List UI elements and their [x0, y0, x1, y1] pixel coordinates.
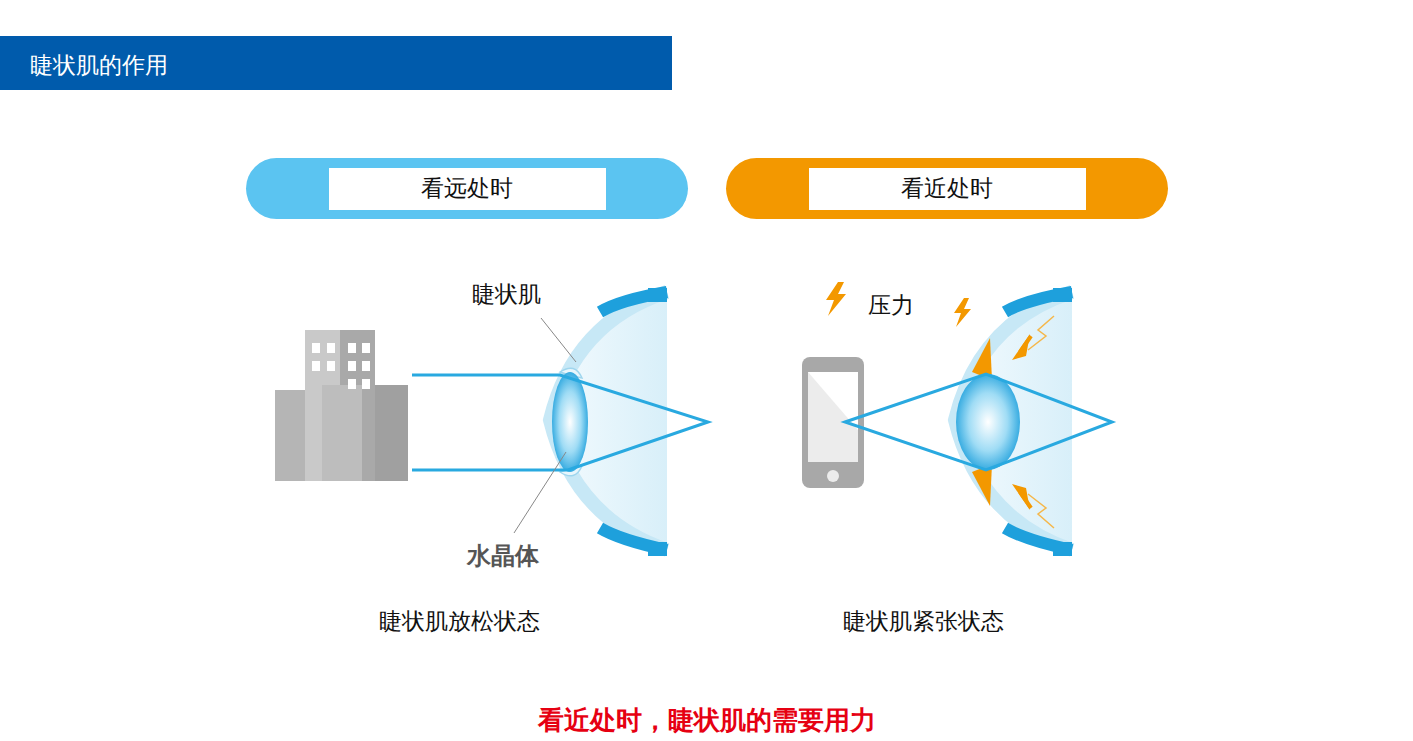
title-text: 睫状肌的作用 — [30, 50, 168, 81]
view-label: 看近处时 — [809, 168, 1086, 210]
phone-icon — [802, 357, 864, 488]
view-pill: 看近处时 — [726, 158, 1168, 219]
view-pill: 看远处时 — [246, 158, 688, 219]
stress-label: 压力 — [866, 290, 916, 321]
eye-tense — [845, 288, 1112, 556]
view-label: 看远处时 — [329, 168, 606, 210]
part-name: 睫状肌 — [470, 279, 543, 310]
stress-bolt — [826, 282, 971, 327]
part-name: 水晶体 — [465, 540, 541, 572]
caption-text: 看近处时，睫状肌的需要用力 — [538, 703, 876, 738]
state-label: 睫状肌放松状态 — [377, 606, 542, 637]
state-label: 睫状肌紧张状态 — [841, 606, 1006, 637]
title-band — [0, 36, 672, 90]
eye-relaxed — [412, 288, 708, 556]
building-icon — [275, 330, 408, 481]
